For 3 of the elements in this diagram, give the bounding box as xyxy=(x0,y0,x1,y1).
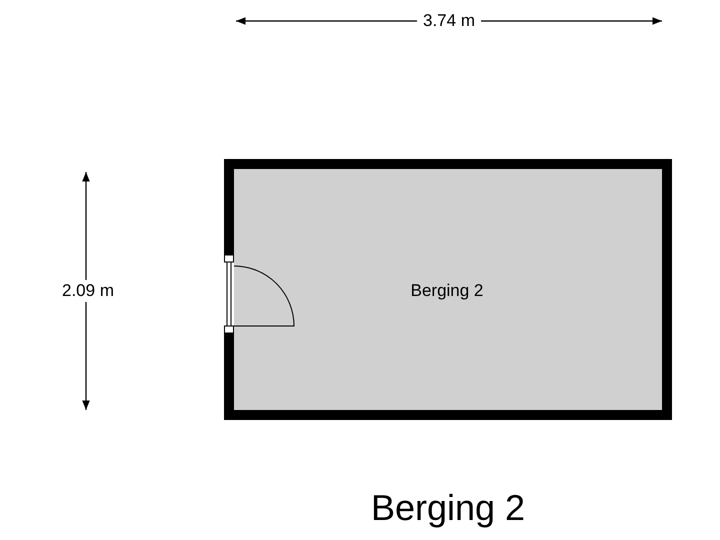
plan-title: Berging 2 xyxy=(370,487,526,529)
room-floor xyxy=(224,159,672,420)
room-label: Berging 2 xyxy=(410,280,484,300)
